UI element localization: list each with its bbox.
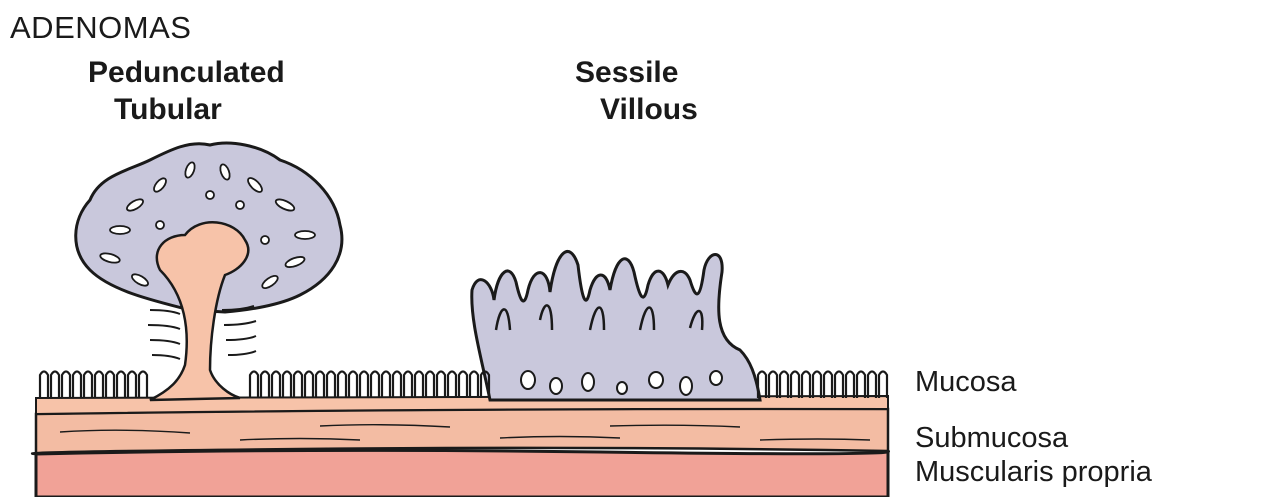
mucosa-crypt-segment (758, 372, 887, 399)
mucosa-crypt-segment (40, 372, 147, 399)
muscularis-propria-layer (36, 450, 888, 497)
mucosa-crypt-segment (250, 372, 489, 399)
